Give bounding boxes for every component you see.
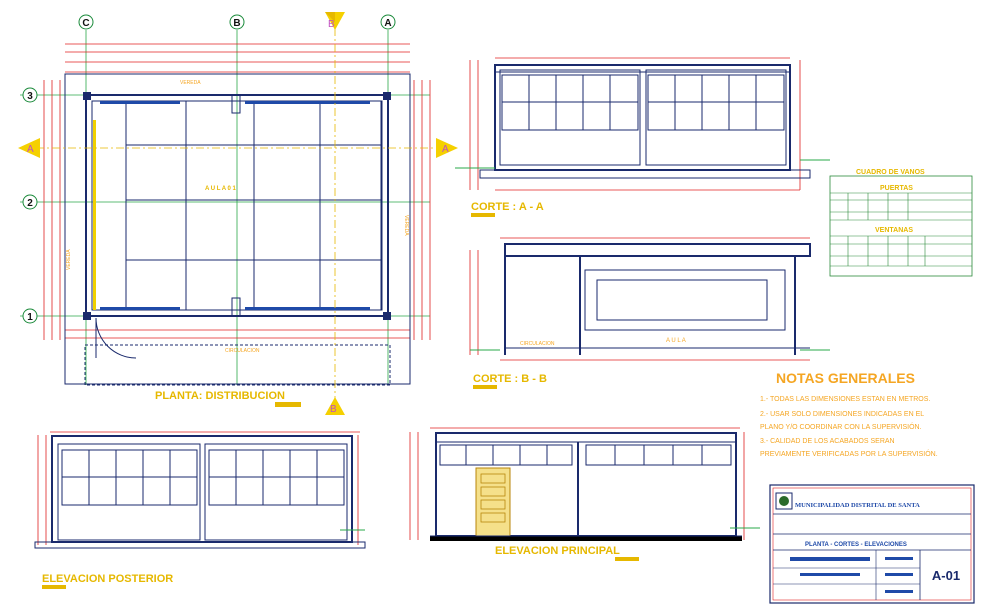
doors-header: PUERTAS	[880, 185, 913, 192]
entrance-door	[475, 467, 511, 537]
rear-elevation: ELEVACION POSTERIOR	[34, 431, 366, 589]
section-bb-circulation-label: CIRCULACION	[520, 341, 555, 347]
note-3-line-2: PREVIAMENTE VERIFICADAS POR LA SUPERVISI…	[760, 449, 938, 458]
svg-text:2: 2	[27, 198, 33, 209]
svg-text:A: A	[27, 144, 34, 155]
main-elevation-scale-tag	[615, 557, 639, 561]
note-2-line-1: 2.- USAR SOLO DIMENSIONES INDICADAS EN E…	[760, 411, 924, 418]
title-block: MUNICIPALIDAD DISTRITAL DE SANTA PLANTA …	[769, 484, 975, 604]
svg-text:B: B	[233, 18, 240, 29]
note-1: 1.- TODAS LAS DIMENSIONES ESTAN EN METRO…	[760, 396, 930, 403]
main-elevation: ELEVACION PRINCIPAL	[409, 427, 760, 561]
grid-bubble-2: 2	[22, 194, 38, 210]
openings-table: CUADRO DE VANOS PUERTAS VENTANAS	[829, 169, 973, 277]
section-aa-title: CORTE : A - A	[471, 201, 544, 213]
plan-right-label: VEREDA	[403, 215, 409, 236]
svg-text:A: A	[384, 18, 391, 29]
svg-text:A: A	[442, 144, 449, 155]
title-block-subject: PLANTA - CORTES - ELEVACIONES	[805, 542, 907, 548]
svg-text:B: B	[328, 19, 335, 30]
plan-left-label: VEREDA	[66, 249, 72, 270]
section-aa-scale-tag	[471, 213, 495, 217]
rear-elevation-title: ELEVACION POSTERIOR	[42, 573, 173, 585]
section-bb-title: CORTE : B - B	[473, 373, 547, 385]
section-aa: CORTE : A - A	[455, 57, 830, 217]
grid-bubble-a: A	[380, 14, 396, 30]
svg-text:C: C	[82, 18, 89, 29]
main-elevation-title: ELEVACION PRINCIPAL	[495, 545, 620, 557]
rear-elevation-scale-tag	[42, 585, 66, 589]
section-marker-a-left: A	[18, 138, 40, 158]
plan-room-label: A U L A 0 1	[205, 186, 237, 192]
grid-bubble-3: 3	[22, 87, 38, 103]
title-block-entity: MUNICIPALIDAD DISTRITAL DE SANTA	[795, 502, 920, 509]
plan-bottom-label: CIRCULACION	[225, 348, 260, 354]
notes-title: NOTAS GENERALES	[776, 370, 915, 386]
section-marker-b-top: B	[325, 12, 345, 30]
note-3-line-1: 3.- CALIDAD DE LOS ACABADOS SERAN	[760, 438, 895, 445]
section-bb-scale-tag	[473, 385, 497, 389]
windows-header: VENTANAS	[875, 227, 913, 234]
grid-bubble-1: 1	[22, 308, 38, 324]
openings-table-title: CUADRO DE VANOS	[856, 169, 925, 176]
section-bb-room-label: A U L A	[666, 338, 686, 344]
svg-text:3: 3	[27, 91, 33, 102]
svg-text:B: B	[330, 404, 337, 415]
grid-bubble-b: B	[229, 14, 245, 30]
plan-scale-tag	[275, 402, 301, 407]
grid-bubble-c: C	[78, 14, 94, 30]
plan-view: VEREDA A U L A 0 1 CIRCULACION VEREDA VE…	[18, 12, 458, 415]
section-bb: A U L A CIRCULACION CORTE : B - B	[469, 237, 830, 389]
section-marker-a-right: A	[436, 138, 458, 158]
general-notes: NOTAS GENERALES 1.- TODAS LAS DIMENSIONE…	[760, 370, 938, 458]
plan-title: PLANTA: DISTRIBUCION	[155, 390, 285, 402]
plan-top-label: VEREDA	[180, 80, 201, 86]
section-marker-b-bottom: B	[325, 397, 345, 415]
note-2-line-2: PLANO Y/O COORDINAR CON LA SUPERVISIÓN.	[760, 422, 922, 431]
svg-text:1: 1	[27, 312, 33, 323]
sheet-number: A-01	[932, 568, 960, 583]
